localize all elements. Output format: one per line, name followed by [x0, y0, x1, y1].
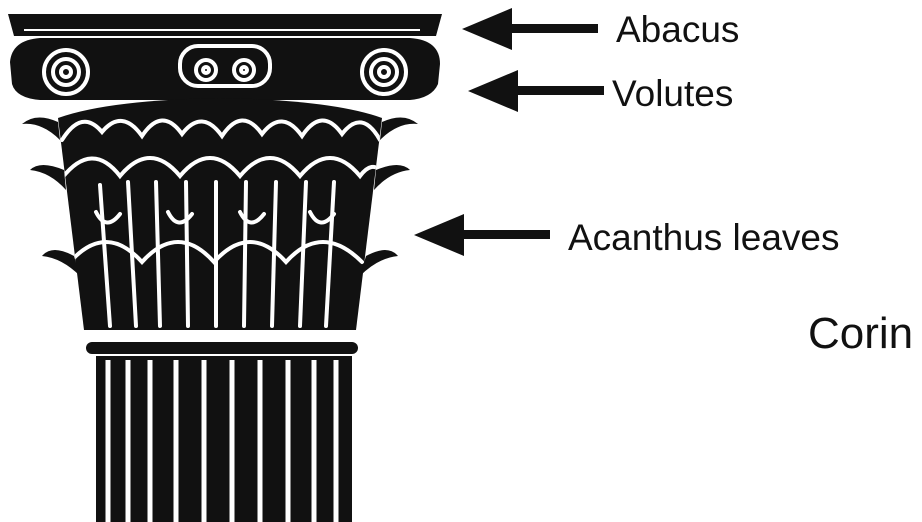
- leaf-tip: [30, 165, 66, 190]
- label-volutes: Volutes: [612, 73, 734, 114]
- acanthus-bell: [22, 98, 418, 330]
- arrow-volutes: [468, 70, 604, 112]
- leaf-tip: [380, 117, 418, 140]
- diagram-title: Corin: [808, 309, 914, 358]
- fluted-shaft: [96, 356, 352, 522]
- center-ornament: [178, 44, 272, 88]
- label-abacus: Abacus: [616, 9, 740, 50]
- corinthian-capital-icon: [8, 14, 442, 522]
- volute-left: [42, 48, 90, 96]
- astragal-ring: [86, 342, 358, 354]
- volute-band: [10, 38, 440, 100]
- arrow-acanthus: [414, 214, 550, 256]
- leaf-tip: [360, 250, 398, 276]
- leaf-tip: [22, 117, 60, 140]
- abacus-slab: [8, 14, 442, 36]
- label-acanthus-leaves: Acanthus leaves: [568, 217, 840, 258]
- volute-right: [360, 48, 408, 96]
- leaf-tip: [374, 165, 410, 190]
- arrow-abacus: [462, 8, 598, 50]
- leaf-tip: [42, 250, 80, 276]
